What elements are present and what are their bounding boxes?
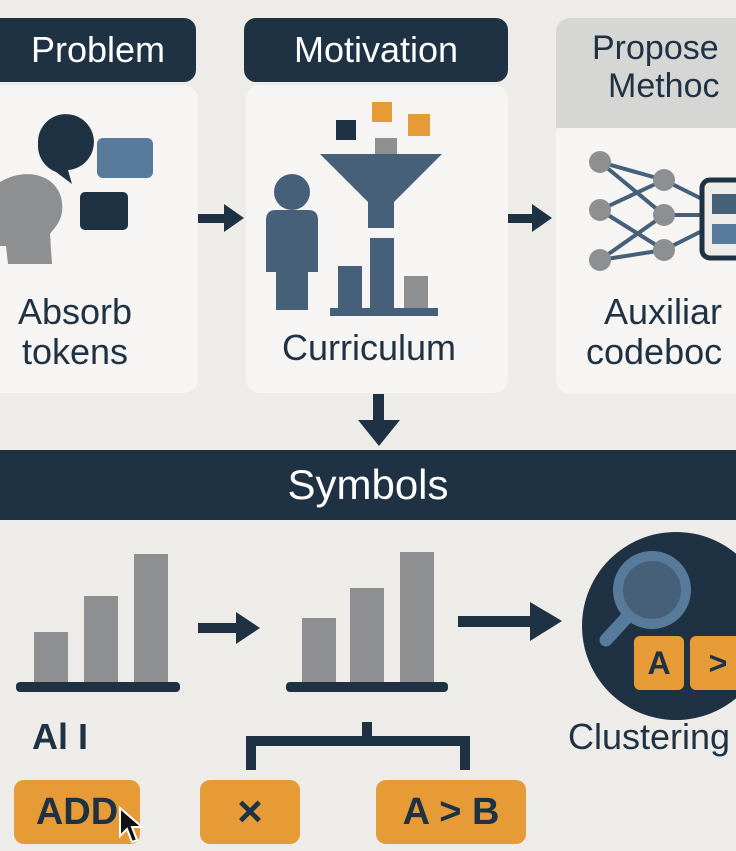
cluster-chip-a-text: A — [647, 644, 671, 681]
magnifier-icon — [599, 551, 691, 647]
head-icon — [0, 174, 63, 264]
arrow-right-icon — [508, 204, 552, 232]
compare-chip-text: A > B — [402, 790, 500, 833]
arrow-down-icon — [358, 394, 400, 446]
compare-chip: A > B — [376, 780, 526, 844]
mouse-cursor-icon — [119, 805, 145, 844]
proposed-caption-line2: codeboc — [586, 331, 723, 373]
arrow-right-icon — [458, 602, 562, 641]
funnel-icon — [320, 102, 442, 228]
bar-chart-icon — [16, 554, 180, 692]
times-chip-text: × — [237, 787, 263, 836]
arrow-right-icon — [198, 204, 244, 232]
problem-caption-line2: tokens — [21, 331, 129, 373]
proposed-method-header: Propose Methoc — [556, 18, 736, 128]
motivation-header-text: Motivation — [293, 29, 459, 70]
bracket-connector — [246, 722, 470, 770]
arrow-right-icon — [198, 612, 260, 644]
symbols-band: Symbols — [0, 450, 736, 520]
bar-chart-icon — [330, 238, 438, 316]
proposed-header-line2: Methoc — [608, 67, 720, 105]
cluster-chip-b-text: > — [708, 644, 728, 681]
add-chip-text: ADD — [35, 790, 119, 833]
proposed-caption: Auxiliar codeboc — [586, 291, 736, 373]
cluster-chip-a: A — [634, 636, 684, 690]
problem-caption-line1: Absorb — [17, 291, 133, 332]
times-chip: × — [200, 780, 300, 844]
person-icon — [266, 174, 318, 310]
motivation-header: Motivation — [244, 18, 508, 82]
neural-network-icon — [589, 151, 736, 271]
problem-caption: Absorb tokens — [0, 291, 160, 373]
proposed-caption-line1: Auxiliar — [604, 291, 723, 332]
problem-header-text: Problem — [30, 29, 166, 70]
motivation-caption: Curriculum — [281, 327, 457, 368]
speech-bubbles-icon — [37, 114, 153, 230]
bar-chart-icon — [286, 552, 448, 692]
left-bottom-label: Al I — [32, 716, 89, 757]
clustering-label: Clustering — [568, 716, 731, 757]
symbols-title: Symbols — [287, 461, 449, 508]
problem-header: Problem — [0, 18, 196, 82]
cluster-chip-b: > — [690, 636, 736, 690]
proposed-header-line1: Propose — [592, 29, 719, 67]
